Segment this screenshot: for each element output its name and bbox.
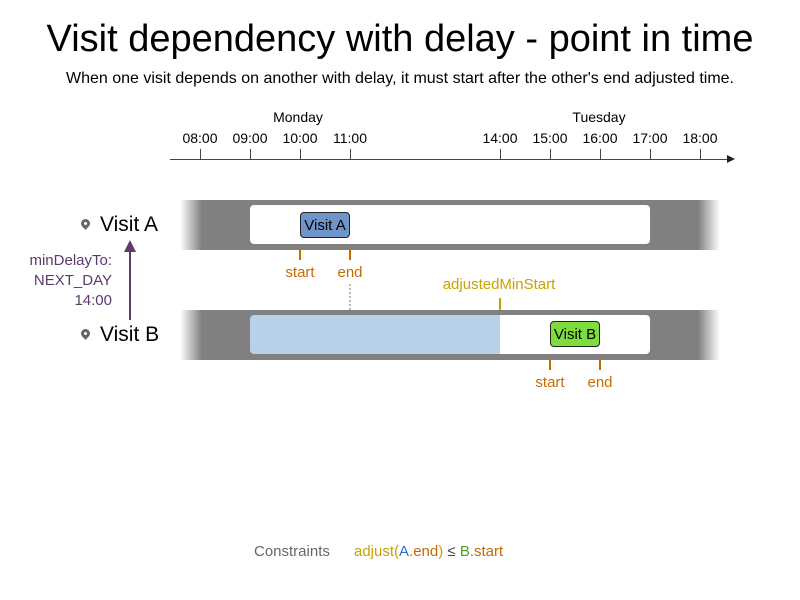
- page-title: Visit dependency with delay - point in t…: [46, 18, 754, 60]
- delay-text-line2: NEXT_DAY: [33, 272, 112, 289]
- dependency-arrow-icon: [124, 240, 136, 252]
- visit-a-label: Visit A: [100, 213, 158, 236]
- constraint-close-paren: ): [438, 543, 444, 560]
- visit-b-label: Visit B: [100, 323, 160, 346]
- day-label-tuesday: Tuesday: [572, 109, 626, 125]
- constraint-a: A: [399, 543, 410, 560]
- visit-b-start-label: start: [535, 374, 565, 391]
- tick-label: 16:00: [582, 130, 618, 146]
- tick-label: 10:00: [282, 130, 318, 146]
- delay-text-line3: 14:00: [74, 292, 112, 309]
- tick-label: 18:00: [682, 130, 718, 146]
- constraint-dot: .: [409, 543, 414, 560]
- visit-a-end-label: end: [337, 264, 363, 281]
- visit-b-start-tick: [549, 360, 551, 370]
- constraint-adjust: adjust(: [354, 543, 400, 560]
- adjusted-min-start-tick: [499, 298, 501, 310]
- constraint-dot: .: [469, 543, 475, 560]
- constraint-operator: ≤: [443, 543, 460, 560]
- constraint-start: start: [474, 543, 504, 560]
- dependency-arrow-line: [129, 250, 131, 320]
- tick-label: 14:00: [482, 130, 518, 146]
- constraint-b: B: [459, 543, 470, 560]
- tick-mark: [500, 149, 501, 160]
- visit-a-start-label: start: [285, 264, 315, 281]
- tick-mark: [250, 149, 251, 160]
- time-axis: [170, 159, 728, 160]
- tick-label: 11:00: [333, 130, 367, 146]
- tick-label: 15:00: [532, 130, 568, 146]
- visit-b-end-tick: [599, 360, 601, 370]
- visit-a-end-tick: [349, 250, 351, 260]
- visit-b-end-label: end: [587, 374, 613, 391]
- axis-arrow-icon: [727, 155, 735, 163]
- visit-b-blocked-window: [250, 315, 500, 354]
- tick-mark: [650, 149, 651, 160]
- tick-mark: [350, 149, 351, 160]
- visit-a-box: Visit A: [300, 212, 350, 238]
- location-pin-icon: [79, 327, 92, 340]
- constraint-end: end: [413, 543, 439, 560]
- adjusted-min-start-label: adjustedMinStart: [442, 276, 556, 293]
- visit-a-start-tick: [299, 250, 301, 260]
- tick-label: 08:00: [182, 130, 218, 146]
- location-pin-icon: [79, 217, 92, 230]
- tick-mark: [700, 149, 701, 160]
- tick-label: 17:00: [632, 130, 668, 146]
- delay-text-line1: minDelayTo:: [29, 252, 112, 269]
- visit-b-box: Visit B: [550, 321, 600, 347]
- end-dotted-connector: [349, 284, 351, 310]
- constraint-expression: adjust(A.end) ≤ B.start: [354, 543, 503, 560]
- page-subtitle: When one visit depends on another with d…: [65, 70, 734, 87]
- tick-label: 09:00: [232, 130, 268, 146]
- tick-mark: [550, 149, 551, 160]
- tick-mark: [300, 149, 301, 160]
- tick-mark: [200, 149, 201, 160]
- day-label-monday: Monday: [273, 109, 323, 125]
- tick-mark: [600, 149, 601, 160]
- constraints-label: Constraints: [254, 543, 330, 560]
